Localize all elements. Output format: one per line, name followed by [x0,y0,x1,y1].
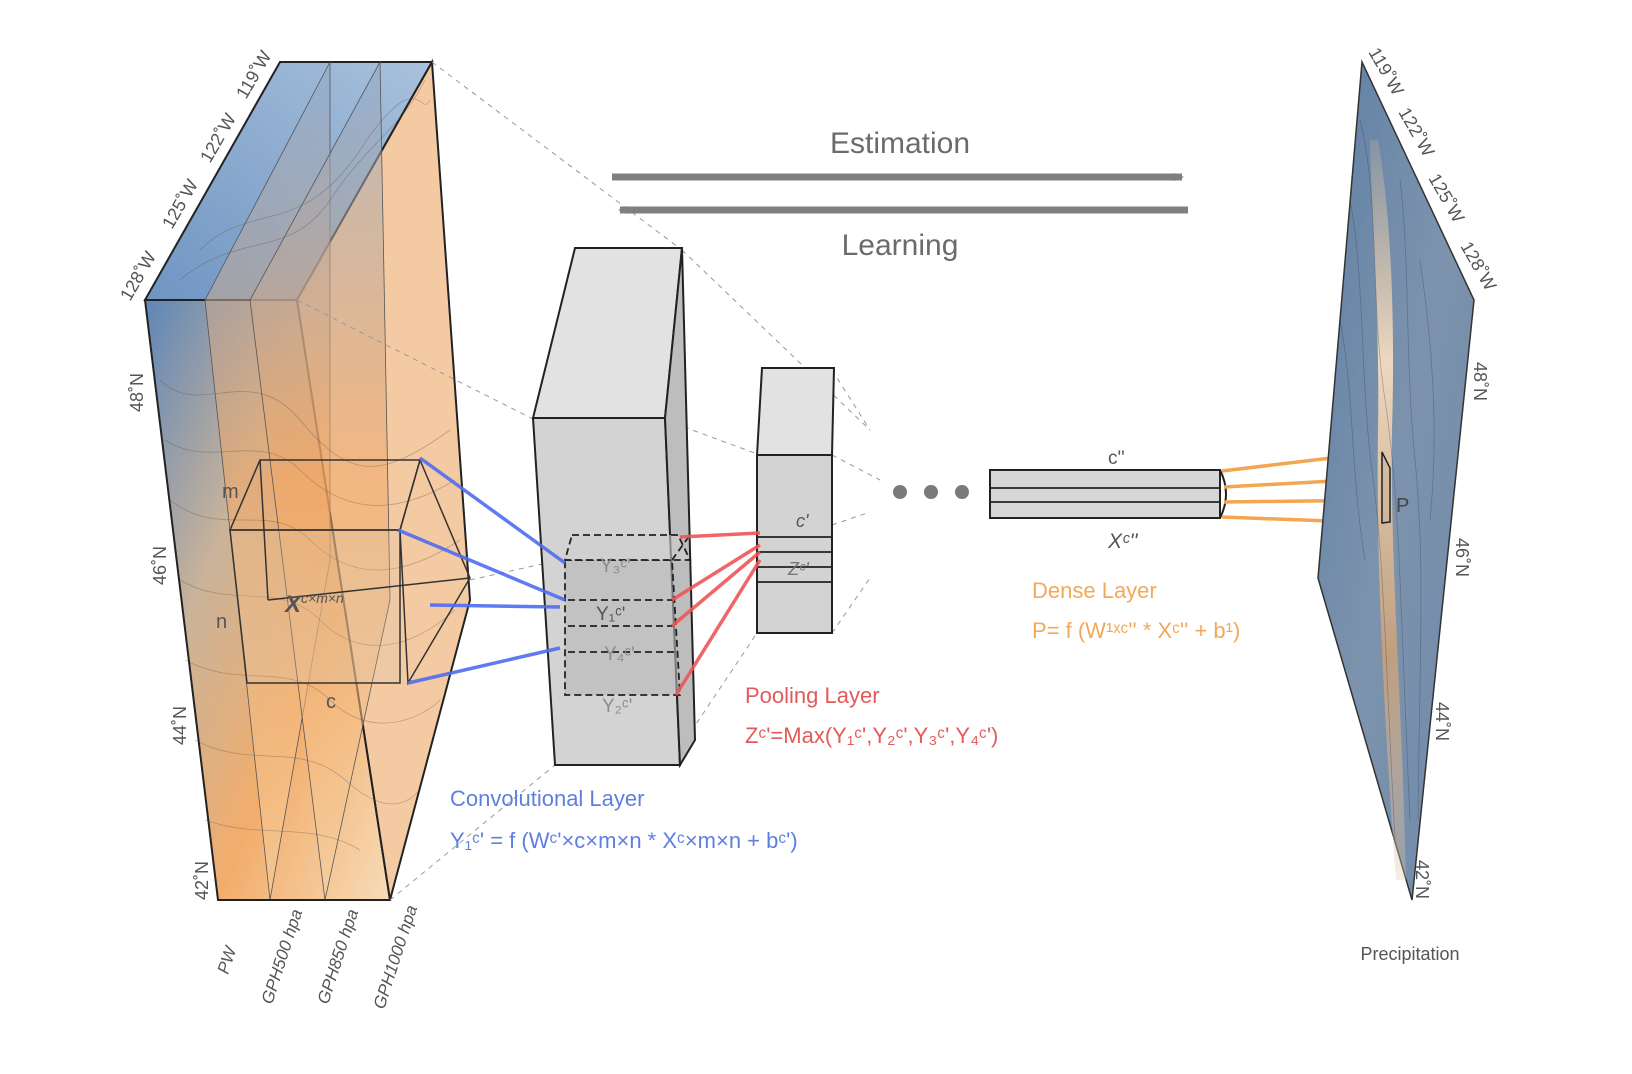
receptive-field-box [228,457,471,686]
output-p-label: P [1396,495,1409,517]
input-tensor-symbol: X [283,591,303,618]
input-lat-44: 44˚N [170,706,190,745]
output-lat-46: 46˚N [1452,538,1472,577]
conv-layer-caption: Convolutional Layer Y₁ᶜ' = f (Wᶜ'×c×m×n … [450,786,798,853]
pool-layer-formula: Zᶜ'=Max(Y₁ᶜ',Y₂ᶜ',Y₃ᶜ',Y₄ᶜ') [745,723,998,748]
output-map-plane [1317,59,1475,901]
channel-label-gph500: GPH500 hpa [258,907,306,1006]
pool-box-front [756,454,833,634]
input-lat-42: 42˚N [192,861,212,900]
input-lat-labels: 48˚N 46˚N 44˚N 42˚N [127,373,212,900]
learning-label: Learning [842,229,959,262]
output-p-cube [1381,451,1391,524]
input-contours [159,79,461,851]
dense-c-label: c'' [1108,448,1125,469]
input-lat-48: 48˚N [127,373,147,412]
conv-connectors [397,456,567,685]
pool-box-top [755,367,836,456]
output-caption: Precipitation [1360,944,1459,964]
pool-connectors [670,531,762,696]
dense-layer-caption: Dense Layer P= f (W¹ˣᶜ'' * Xᶜ'' + b¹) [1032,578,1240,643]
conv-feature-box [531,247,697,769]
channel-slice-2 [249,60,391,901]
feature-y4: Y₄ᶜ' [604,644,635,665]
dim-n-label: n [216,611,227,633]
pool-box [755,367,836,634]
input-channel-labels: PW GPH500 hpa GPH850 hpa GPH1000 hpa [214,903,421,1011]
ellipsis-dots [893,485,969,499]
dim-m-label: m [222,481,239,503]
estimation-label: Estimation [830,127,970,160]
conv-box-top [531,247,684,419]
dense-layer-formula: P= f (W¹ˣᶜ'' * Xᶜ'' + b¹) [1032,618,1240,643]
pool-z-label: Zᶜ' [787,559,809,579]
dense-vector [989,469,1227,519]
feature-y3: Y₃ᶜ' [600,556,631,577]
input-tensor: m n c Xc×m×n 128˚W 125˚W 122˚W 119˚W 48˚… [116,47,472,1011]
pool-c-label: c' [796,511,809,531]
output-lat-48: 48˚N [1470,362,1490,401]
conv-feature-maps [563,534,692,696]
dense-layer-title: Dense Layer [1032,578,1157,603]
flow-arrows: Estimation Learning [612,127,1188,262]
pool-layer-caption: Pooling Layer Zᶜ'=Max(Y₁ᶜ',Y₂ᶜ',Y₃ᶜ',Y₄ᶜ… [745,683,998,748]
output-map: P 119˚W 122˚W 125˚W 128˚W 48˚N 46˚N 44˚N… [1317,44,1500,964]
input-tensor-label: Xc×m×n [283,590,344,618]
feature-y1: Y₁ᶜ' [596,604,625,625]
conv-layer-formula: Y₁ᶜ' = f (Wᶜ'×c×m×n * Xᶜ×m×n + bᶜ') [450,828,798,853]
conv-layer-title: Convolutional Layer [450,786,644,811]
conv-feature-labels: Y₃ᶜ' Y₁ᶜ' Y₄ᶜ' Y₂ᶜ' [596,556,635,717]
output-lat-44: 44˚N [1432,702,1452,741]
channel-label-gph850: GPH850 hpa [314,907,362,1006]
output-contours [1339,119,1435,841]
feature-y2: Y₂ᶜ' [602,696,632,717]
channel-label-gph1000: GPH1000 hpa [370,903,421,1011]
dense-vector-rect [989,469,1221,519]
output-lat-42: 42˚N [1412,860,1432,899]
pool-layer-title: Pooling Layer [745,683,880,708]
channel-label-pw: PW [214,942,241,976]
input-tensor-sup: c×m×n [301,590,344,606]
dim-c-label: c [326,691,336,713]
input-lat-46: 46˚N [150,546,170,585]
output-lat-labels: 48˚N 46˚N 44˚N 42˚N [1412,362,1490,899]
dense-x-label: Xᶜ'' [1107,530,1139,553]
